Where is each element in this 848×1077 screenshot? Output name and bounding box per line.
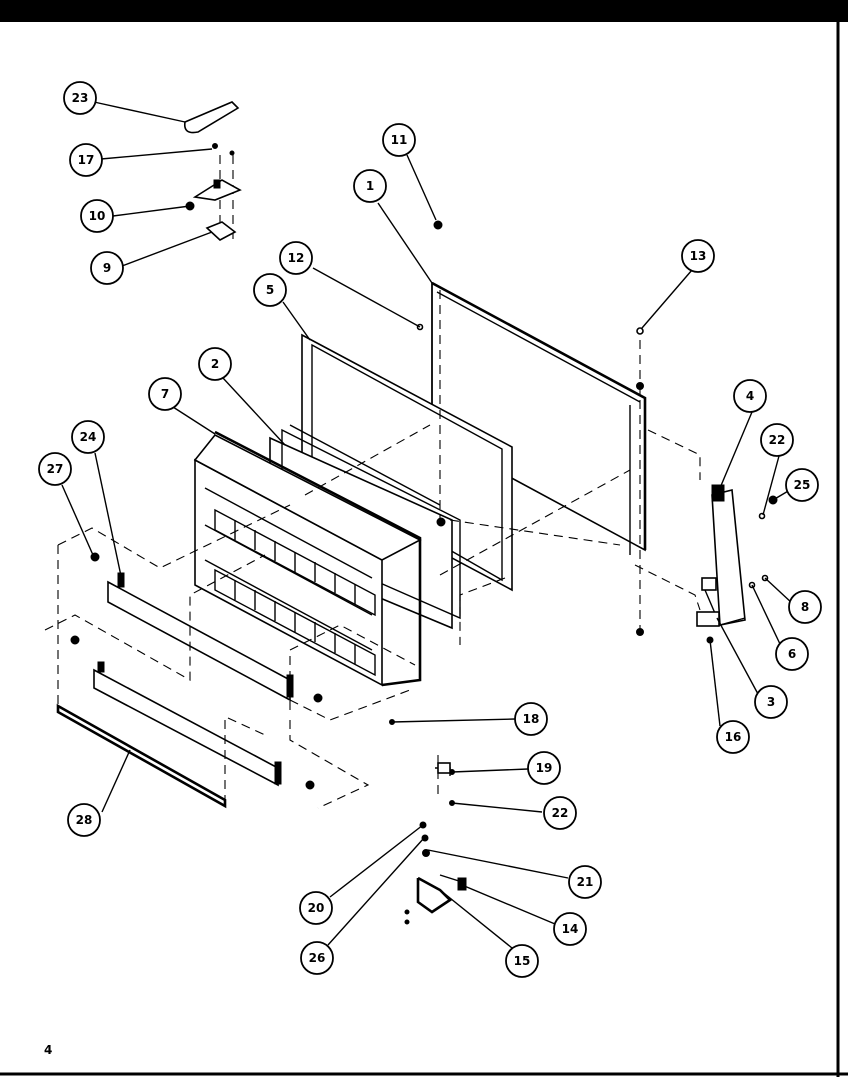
callout-label: 9 (103, 261, 111, 275)
callout-6: 6 (775, 637, 809, 671)
callout-label: 24 (80, 430, 97, 444)
callout-28: 28 (67, 803, 101, 837)
door-basket (193, 430, 422, 687)
callout-label: 4 (746, 389, 754, 403)
callout-label: 27 (47, 462, 64, 476)
callout-24: 24 (71, 420, 105, 454)
callout-10: 10 (80, 199, 114, 233)
callout-label: 16 (725, 730, 742, 744)
callout-8: 8 (788, 590, 822, 624)
callout-label: 17 (78, 153, 95, 167)
basket-slats (234, 520, 356, 664)
callout-15: 15 (505, 944, 539, 978)
callout-label: 15 (514, 954, 531, 968)
callout-label: 11 (391, 133, 408, 147)
callout-20: 20 (299, 891, 333, 925)
leader-lines (61, 101, 796, 949)
callout-12: 12 (279, 241, 313, 275)
callout-label: 14 (562, 922, 579, 936)
callout-label: 8 (801, 600, 809, 614)
callout-23: 23 (63, 81, 97, 115)
callout-25: 25 (785, 468, 819, 502)
callout-16: 16 (716, 720, 750, 754)
callout-label: 19 (536, 761, 553, 775)
callout-5: 5 (253, 273, 287, 307)
upper-hinge (185, 179, 242, 211)
callout-label: 22 (552, 806, 569, 820)
callout-13: 13 (681, 239, 715, 273)
callout-label: 6 (788, 647, 796, 661)
upper-hinge-cover (183, 101, 240, 134)
callout-4: 4 (733, 379, 767, 413)
callout-22: 22 (760, 423, 794, 457)
hinge-shim (205, 221, 237, 241)
callout-label: 12 (288, 251, 305, 265)
callout-label: 23 (72, 91, 89, 105)
callout-21: 21 (568, 865, 602, 899)
callout-19: 19 (527, 751, 561, 785)
callout-label: 3 (767, 695, 775, 709)
callout-label: 28 (76, 813, 93, 827)
callout-22b: 22 (543, 796, 577, 830)
callout-label: 22 (769, 433, 786, 447)
callout-9: 9 (90, 251, 124, 285)
callout-label: 1 (366, 179, 374, 193)
top-border-bar (0, 0, 848, 22)
callout-18: 18 (514, 702, 548, 736)
assembly-lines (44, 155, 701, 809)
callout-14: 14 (553, 912, 587, 946)
callout-3: 3 (754, 685, 788, 719)
callout-label: 7 (161, 387, 169, 401)
page-number: 4 (44, 1043, 52, 1057)
callout-label: 20 (308, 901, 325, 915)
callout-label: 25 (794, 478, 811, 492)
callout-2: 2 (198, 347, 232, 381)
callout-label: 21 (577, 875, 594, 889)
callout-7: 7 (148, 377, 182, 411)
callout-27: 27 (38, 452, 72, 486)
callout-11: 11 (382, 123, 416, 157)
callout-label: 2 (211, 357, 219, 371)
callout-17: 17 (69, 143, 103, 177)
callout-label: 10 (89, 209, 106, 223)
callout-label: 18 (523, 712, 540, 726)
hardware-screws (70, 143, 778, 925)
callout-1: 1 (353, 169, 387, 203)
callout-label: 5 (266, 283, 274, 297)
door-shelf-bar-lower (56, 661, 282, 809)
callout-label: 13 (690, 249, 707, 263)
callout-26: 26 (300, 941, 334, 975)
lower-hinge-bracket (696, 484, 746, 627)
callout-label: 26 (309, 951, 326, 965)
door-outer-panel (431, 281, 647, 555)
bottom-hinge-assembly (416, 762, 467, 914)
